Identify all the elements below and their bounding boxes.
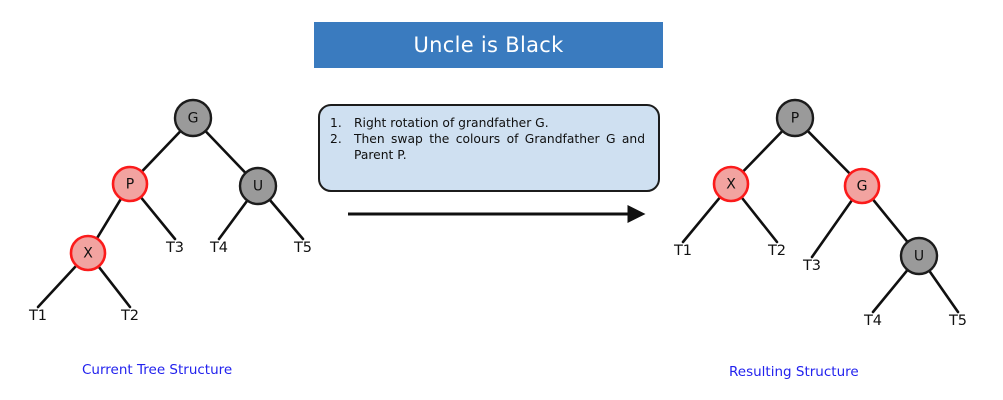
leaf-label-t2: T2 (767, 243, 786, 259)
caption-resulting-tree: Resulting Structure (729, 364, 859, 380)
tree-node-label: U (914, 249, 924, 265)
left-tree: T1 T2 T3 T4 T5 G P U X (28, 98, 312, 324)
tree-node-label: P (791, 111, 799, 127)
tree-edge (96, 264, 132, 309)
leaf-label-t2: T2 (120, 308, 139, 324)
leaf-label-t4: T4 (863, 313, 882, 329)
leaf-label-t3: T3 (165, 240, 184, 256)
tree-node-g-red (843, 167, 881, 205)
tree-node-label: G (188, 111, 199, 127)
tree-node-p-red (111, 165, 149, 203)
tree-edge (870, 196, 910, 245)
instruction-item: 2. Then swap the colours of Grandfather G… (330, 131, 645, 163)
instruction-item: 1. Right rotation of grandfather G. (330, 115, 645, 131)
tree-edge (267, 197, 305, 241)
tree-edge (927, 268, 960, 314)
tree-node-g-black (173, 98, 213, 138)
tree-edge (681, 194, 723, 244)
instruction-number: 1. (330, 116, 342, 130)
tree-node-u-black (899, 236, 939, 276)
tree-edge (805, 128, 853, 177)
title-banner: Uncle is Black (314, 22, 663, 68)
tree-node-label: P (126, 177, 134, 193)
tree-node-x-red (712, 165, 750, 203)
instruction-callout: 1. Right rotation of grandfather G. 2. Then… (318, 104, 660, 192)
tree-edge (217, 198, 250, 241)
tree-node-label: X (726, 177, 736, 193)
tree-node-p-black (775, 98, 815, 138)
leaf-label-t5: T5 (948, 313, 967, 329)
leaf-label-t3: T3 (802, 258, 821, 274)
instruction-text: Right rotation of grandfather G. (354, 116, 549, 130)
leaf-label-t5: T5 (293, 240, 312, 256)
tree-node-label: G (857, 179, 868, 195)
tree-edge (94, 196, 124, 241)
instruction-number: 2. (330, 132, 342, 147)
page-title: Uncle is Black (413, 32, 564, 57)
instruction-list: 1. Right rotation of grandfather G. 2. Then… (330, 115, 645, 164)
leaf-label-t1: T1 (673, 243, 692, 259)
leaf-label-t4: T4 (209, 240, 228, 256)
tree-edge (138, 194, 177, 241)
tree-edge (203, 128, 248, 176)
tree-edge (139, 128, 183, 174)
tree-edge (36, 263, 79, 309)
tree-node-label: U (253, 179, 263, 195)
tree-edge (871, 267, 910, 314)
instruction-text: Then swap the colours of Grandfather G a… (354, 132, 645, 163)
caption-current-tree: Current Tree Structure (82, 362, 233, 378)
tree-node-u-black (238, 166, 278, 206)
leaf-label-t1: T1 (28, 308, 47, 324)
tree-edge (739, 194, 779, 244)
tree-edge (740, 128, 785, 175)
tree-node-label: X (83, 246, 93, 262)
tree-edge (810, 197, 855, 259)
tree-node-x-red (69, 234, 107, 272)
